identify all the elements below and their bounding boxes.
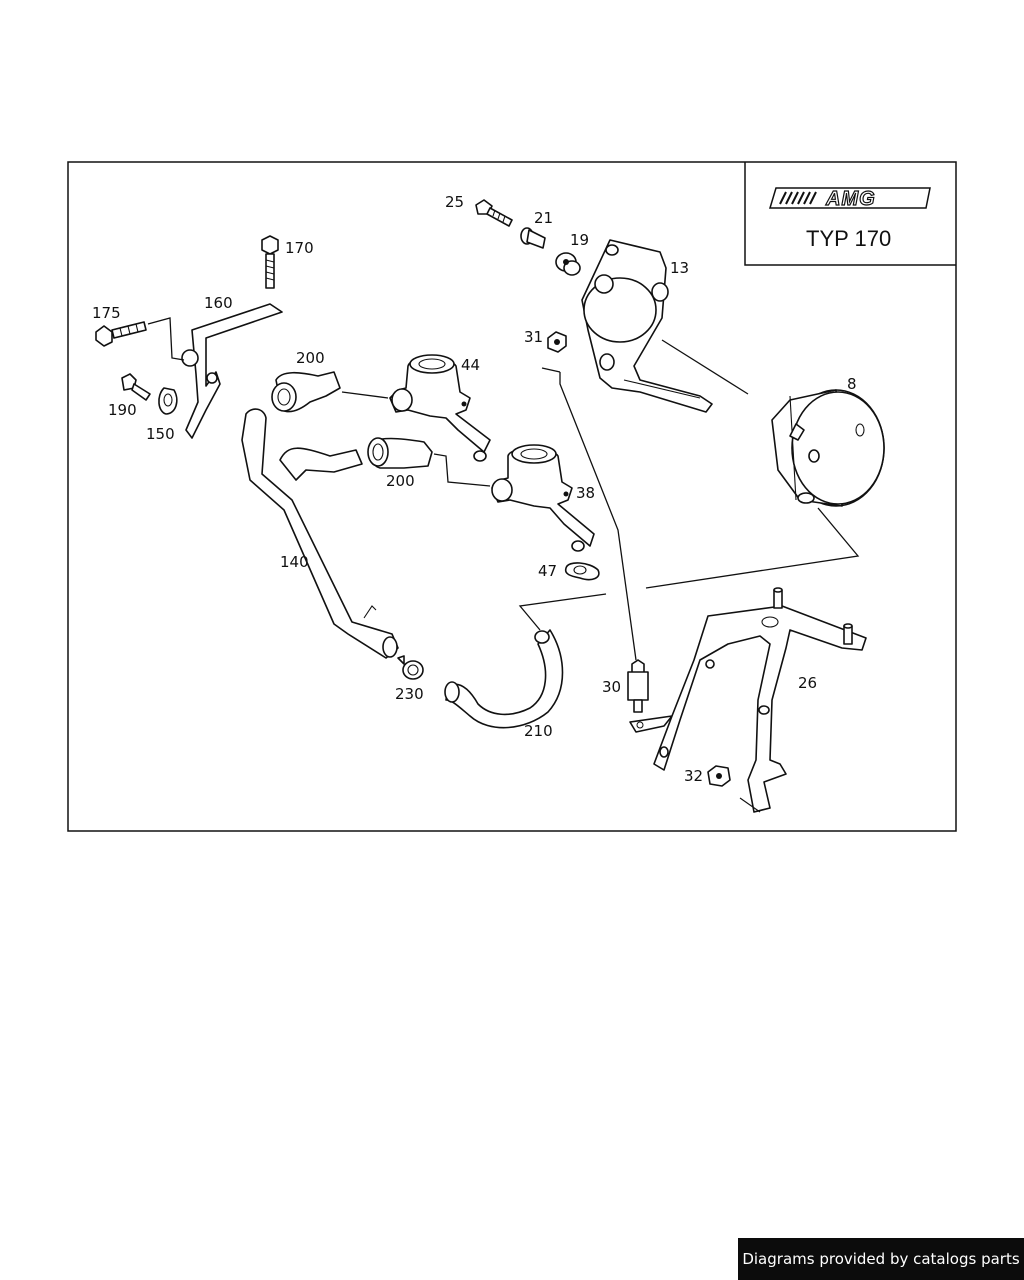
bracket-160-icon [181, 303, 283, 439]
type-label: TYP 170 [806, 226, 891, 251]
callout-210: 210 [524, 722, 553, 740]
callout-8: 8 [847, 375, 857, 393]
credit-text: Diagrams provided by catalogs parts [742, 1250, 1020, 1268]
callout-230: 230 [395, 685, 424, 703]
bracket-26-icon [653, 587, 867, 813]
fitting-30-icon [627, 659, 673, 733]
title-box: AMG TYP 170 [744, 162, 956, 266]
callout-31: 31 [524, 328, 543, 346]
amg-logo: AMG [768, 187, 931, 211]
air-pump-8-icon [771, 389, 885, 507]
bolt-175-icon [95, 321, 147, 347]
bracket-13-icon [581, 239, 713, 413]
callout-21: 21 [534, 209, 553, 227]
callout-175: 175 [92, 304, 121, 322]
screw-25-icon [475, 199, 513, 227]
valve-44-icon [389, 354, 491, 462]
valve-38-icon [491, 444, 595, 552]
clip-150-icon [158, 387, 178, 415]
logo-text: AMG [825, 188, 876, 210]
callout-140: 140 [280, 553, 309, 571]
bolt-170-icon [261, 235, 279, 289]
callout-150: 150 [146, 425, 175, 443]
callout-160: 160 [204, 294, 233, 312]
diagram-frame [67, 161, 957, 832]
callout-26: 26 [798, 674, 817, 692]
callout-38: 38 [576, 484, 595, 502]
callout-44: 44 [461, 356, 480, 374]
callout-47: 47 [538, 562, 557, 580]
bolt-21-icon [520, 227, 546, 249]
grommet-19-icon [555, 252, 581, 276]
credit-bar: Diagrams provided by catalogs parts [738, 1238, 1024, 1280]
callout-30: 30 [602, 678, 621, 696]
callout-190: 190 [108, 401, 137, 419]
clamp-230-icon [397, 655, 424, 680]
callout-200-upper: 200 [296, 349, 325, 367]
callout-13: 13 [670, 259, 689, 277]
callout-19: 19 [570, 231, 589, 249]
hose-200-lower-icon [367, 437, 433, 469]
screw-190-icon [121, 373, 151, 401]
callout-labels: 25 21 19 13 170 175 160 200 44 31 8 190 … [92, 193, 857, 785]
callout-25: 25 [445, 193, 464, 211]
gasket-47-icon [564, 562, 600, 581]
nut-31-icon [547, 331, 567, 353]
hose-200-upper-icon [271, 371, 341, 413]
hose-210-icon [444, 629, 564, 729]
callout-170: 170 [285, 239, 314, 257]
callout-200-lower: 200 [386, 472, 415, 490]
pipe-140-icon [241, 408, 399, 659]
nut-32-icon [707, 765, 731, 787]
leader-lines [147, 317, 860, 661]
callout-32: 32 [684, 767, 703, 785]
